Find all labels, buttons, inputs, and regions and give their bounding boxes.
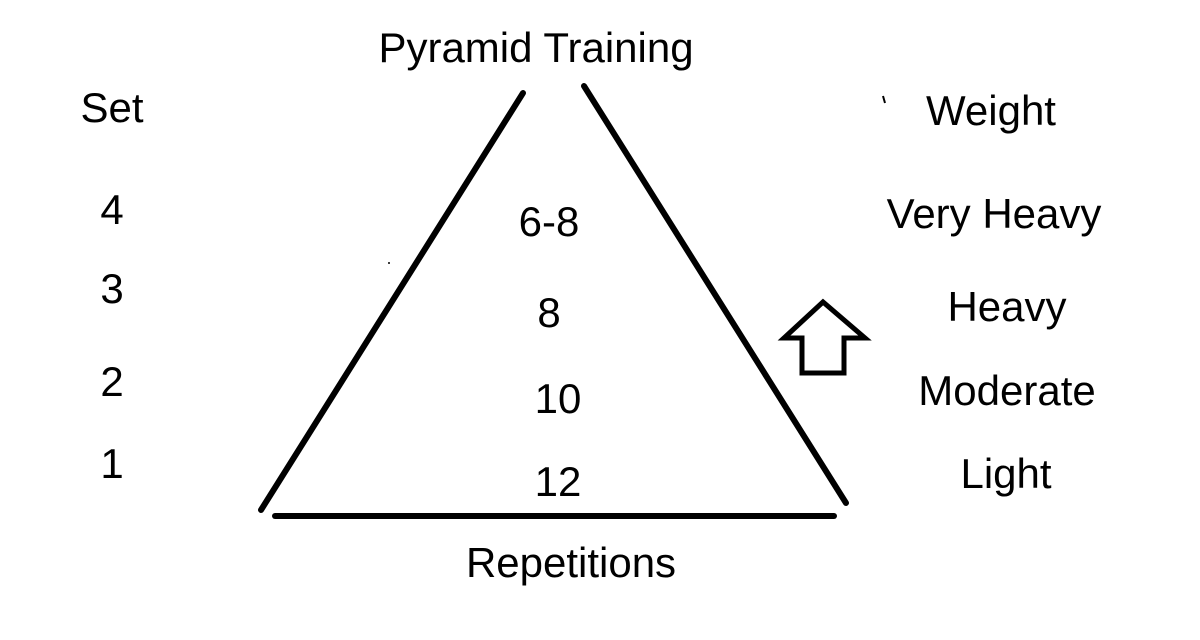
set-number: 4 [100,186,124,233]
set-number: 3 [100,265,124,312]
set-number: 2 [100,358,124,405]
reps-value: 10 [534,375,582,422]
weight-label: Very Heavy [886,190,1102,237]
stray-mark [882,95,886,104]
weight-column-header: Weight [926,87,1056,134]
weight-label: Heavy [947,283,1067,330]
weight-label: Light [960,450,1052,497]
reps-value: 12 [534,458,582,505]
set-number: 1 [100,440,124,487]
reps-value: 8 [537,289,561,336]
set-column-header: Set [80,84,144,131]
repetitions-label: Repetitions [465,539,677,586]
reps-value: 6-8 [518,198,580,245]
stray-dot [388,262,390,264]
weight-label: Moderate [918,367,1096,414]
page-title: Pyramid Training [378,24,694,71]
pyramid-left-side [258,90,526,513]
pyramid-right-side [581,83,849,506]
up-arrow-icon [777,298,872,376]
